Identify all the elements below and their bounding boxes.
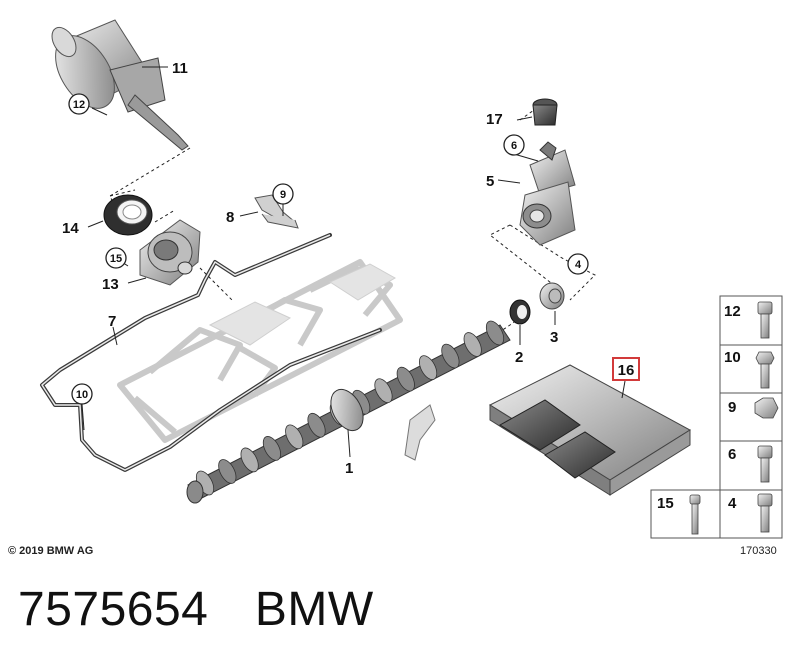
part-16-control-unit (488, 364, 691, 496)
small-bracket (404, 404, 436, 461)
cam-lobe (262, 436, 282, 461)
brand-name: BMW (254, 583, 374, 636)
svg-text:12: 12 (73, 99, 85, 111)
part-14-seal (103, 194, 153, 236)
cylinder-head-ghost-fill (208, 263, 397, 346)
part-1-camshaft (186, 320, 511, 504)
callout-6-circle: 6 (503, 134, 525, 156)
bolt-4-icon (757, 493, 773, 533)
table-row-label: 9 (728, 399, 736, 416)
svg-text:10: 10 (76, 389, 88, 401)
callout-15-circle: 15 (105, 247, 127, 269)
footer: 7575654 BMW (18, 582, 788, 652)
cam-lobe (285, 424, 304, 450)
callout-10-circle: 10 (71, 383, 93, 405)
callout-14: 14 (62, 220, 79, 237)
nut-9-icon (754, 397, 779, 419)
table-row-label: 12 (724, 303, 741, 320)
cam-lobe (418, 355, 438, 380)
bolt-6-icon (757, 445, 773, 483)
part-17-cap (532, 98, 558, 126)
parts-diagram: 11 14 13 7 8 1 2 3 5 17 12 15 9 10 6 4 1… (8, 19, 783, 557)
callout-17: 17 (486, 111, 503, 128)
cam-lobe (240, 447, 259, 473)
table-row-label: 15 (657, 495, 674, 512)
callout-7: 7 (108, 313, 116, 330)
callout-3: 3 (550, 329, 558, 346)
fastener-table: 12 10 9 6 4 15 (650, 295, 783, 539)
callout-5: 5 (486, 173, 494, 190)
part-13-flange (139, 219, 201, 286)
cam-lobe (441, 343, 460, 369)
cam-lobe (485, 320, 505, 346)
callout-4-circle: 4 (567, 253, 589, 275)
cam-lobe (396, 366, 415, 392)
svg-text:6: 6 (511, 140, 517, 152)
cam-lobe (463, 332, 482, 357)
callout-13: 13 (102, 276, 119, 293)
callout-2: 2 (515, 349, 523, 366)
copyright-text: © 2019 BMW AG (8, 545, 93, 557)
svg-text:4: 4 (575, 259, 582, 271)
table-row-label: 10 (724, 349, 741, 366)
svg-text:15: 15 (110, 253, 122, 265)
part-3-cap (539, 282, 565, 310)
bolt-10-icon (755, 351, 775, 389)
callout-9-circle: 9 (272, 183, 294, 205)
bolt-15-icon (689, 494, 701, 535)
cam-lobe (374, 378, 393, 404)
cam-lobe (218, 459, 237, 484)
cam-lobe (307, 412, 326, 438)
part-11-motor (51, 19, 189, 151)
bolt-12-icon (757, 301, 773, 339)
part-number: 7575654 (18, 583, 209, 636)
part-5-valve (519, 141, 576, 246)
svg-text:16: 16 (618, 362, 635, 379)
table-row-label: 4 (728, 495, 737, 512)
svg-text:9: 9 (280, 189, 286, 201)
callout-1: 1 (345, 460, 353, 477)
callout-12-circle: 12 (68, 93, 90, 115)
table-row-label: 6 (728, 446, 736, 463)
part-2-seal (509, 299, 531, 325)
callout-8: 8 (226, 209, 234, 226)
callout-11: 11 (172, 60, 188, 77)
callout-16-highlight: 16 (612, 357, 640, 381)
diagram-number: 170330 (740, 545, 777, 557)
